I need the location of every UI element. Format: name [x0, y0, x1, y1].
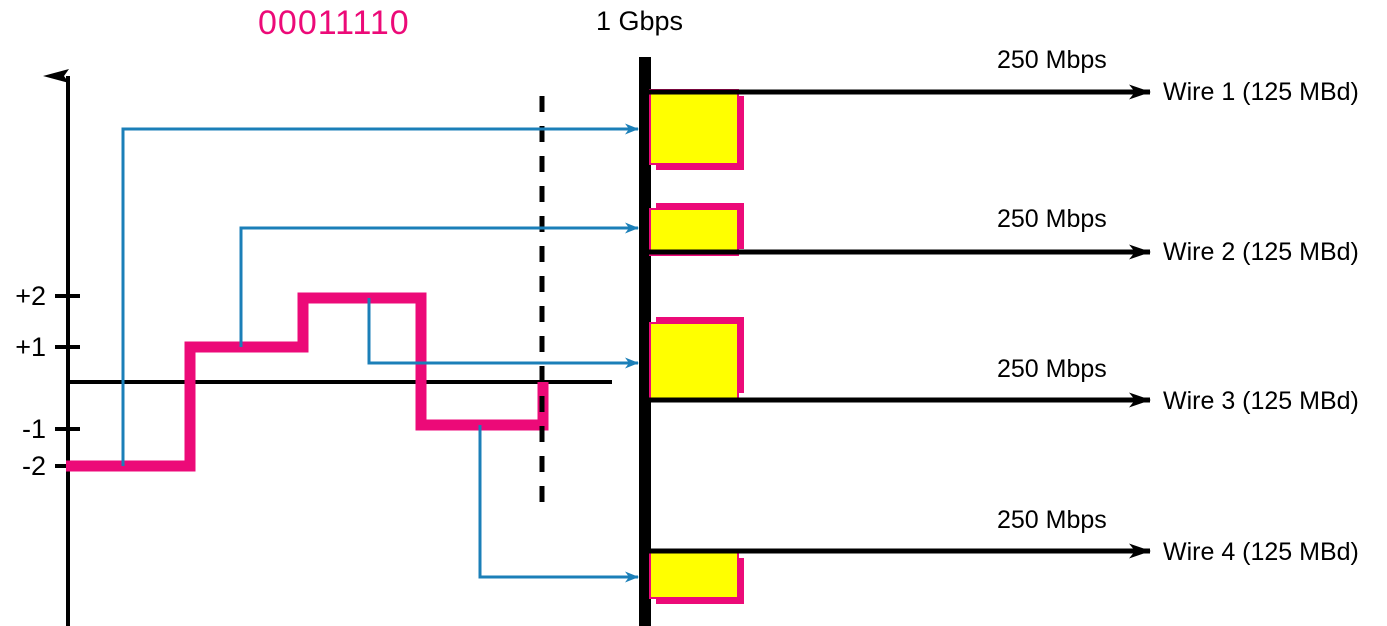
wire-1-rate-label: 250 Mbps [997, 46, 1107, 74]
axis-label-plus1: +1 [15, 332, 46, 362]
wire-3-rate-label: 250 Mbps [997, 355, 1107, 383]
connector-line-wire-2 [239, 222, 639, 347]
axis-label-minus2: -2 [21, 451, 46, 481]
wire-2-group [645, 203, 1151, 260]
wire-2-name-label: Wire 2 (125 MBd) [1163, 238, 1359, 266]
connector-line-wire-1 [121, 123, 639, 466]
wire-1-name-label: Wire 1 (125 MBd) [1163, 78, 1359, 106]
wire-3-name-label: Wire 3 (125 MBd) [1163, 387, 1359, 415]
wire-4-group [645, 543, 1151, 604]
input-rate-label: 1 Gbps [596, 6, 684, 36]
wire-3-group [645, 317, 1151, 408]
wire-3-block [649, 322, 739, 400]
axis-label-plus2: +2 [15, 281, 46, 311]
connector-lines [121, 123, 639, 583]
wire-1-block [649, 89, 739, 165]
binary-stream-label: 00011110 [258, 4, 410, 42]
wire-2-rate-label: 250 Mbps [997, 205, 1107, 233]
y-axis [43, 69, 80, 626]
wire-4-rate-label: 250 Mbps [997, 506, 1107, 534]
wire-1-group [645, 84, 1151, 170]
wire-2-block [649, 208, 739, 256]
connector-line-wire-4 [478, 425, 639, 583]
axis-label-minus1: -1 [21, 414, 46, 444]
wire-4-name-label: Wire 4 (125 MBd) [1163, 538, 1359, 566]
wire-4-block [649, 551, 739, 599]
connector-line-wire-3 [367, 298, 639, 369]
pam5-signal-waveform [66, 292, 549, 472]
